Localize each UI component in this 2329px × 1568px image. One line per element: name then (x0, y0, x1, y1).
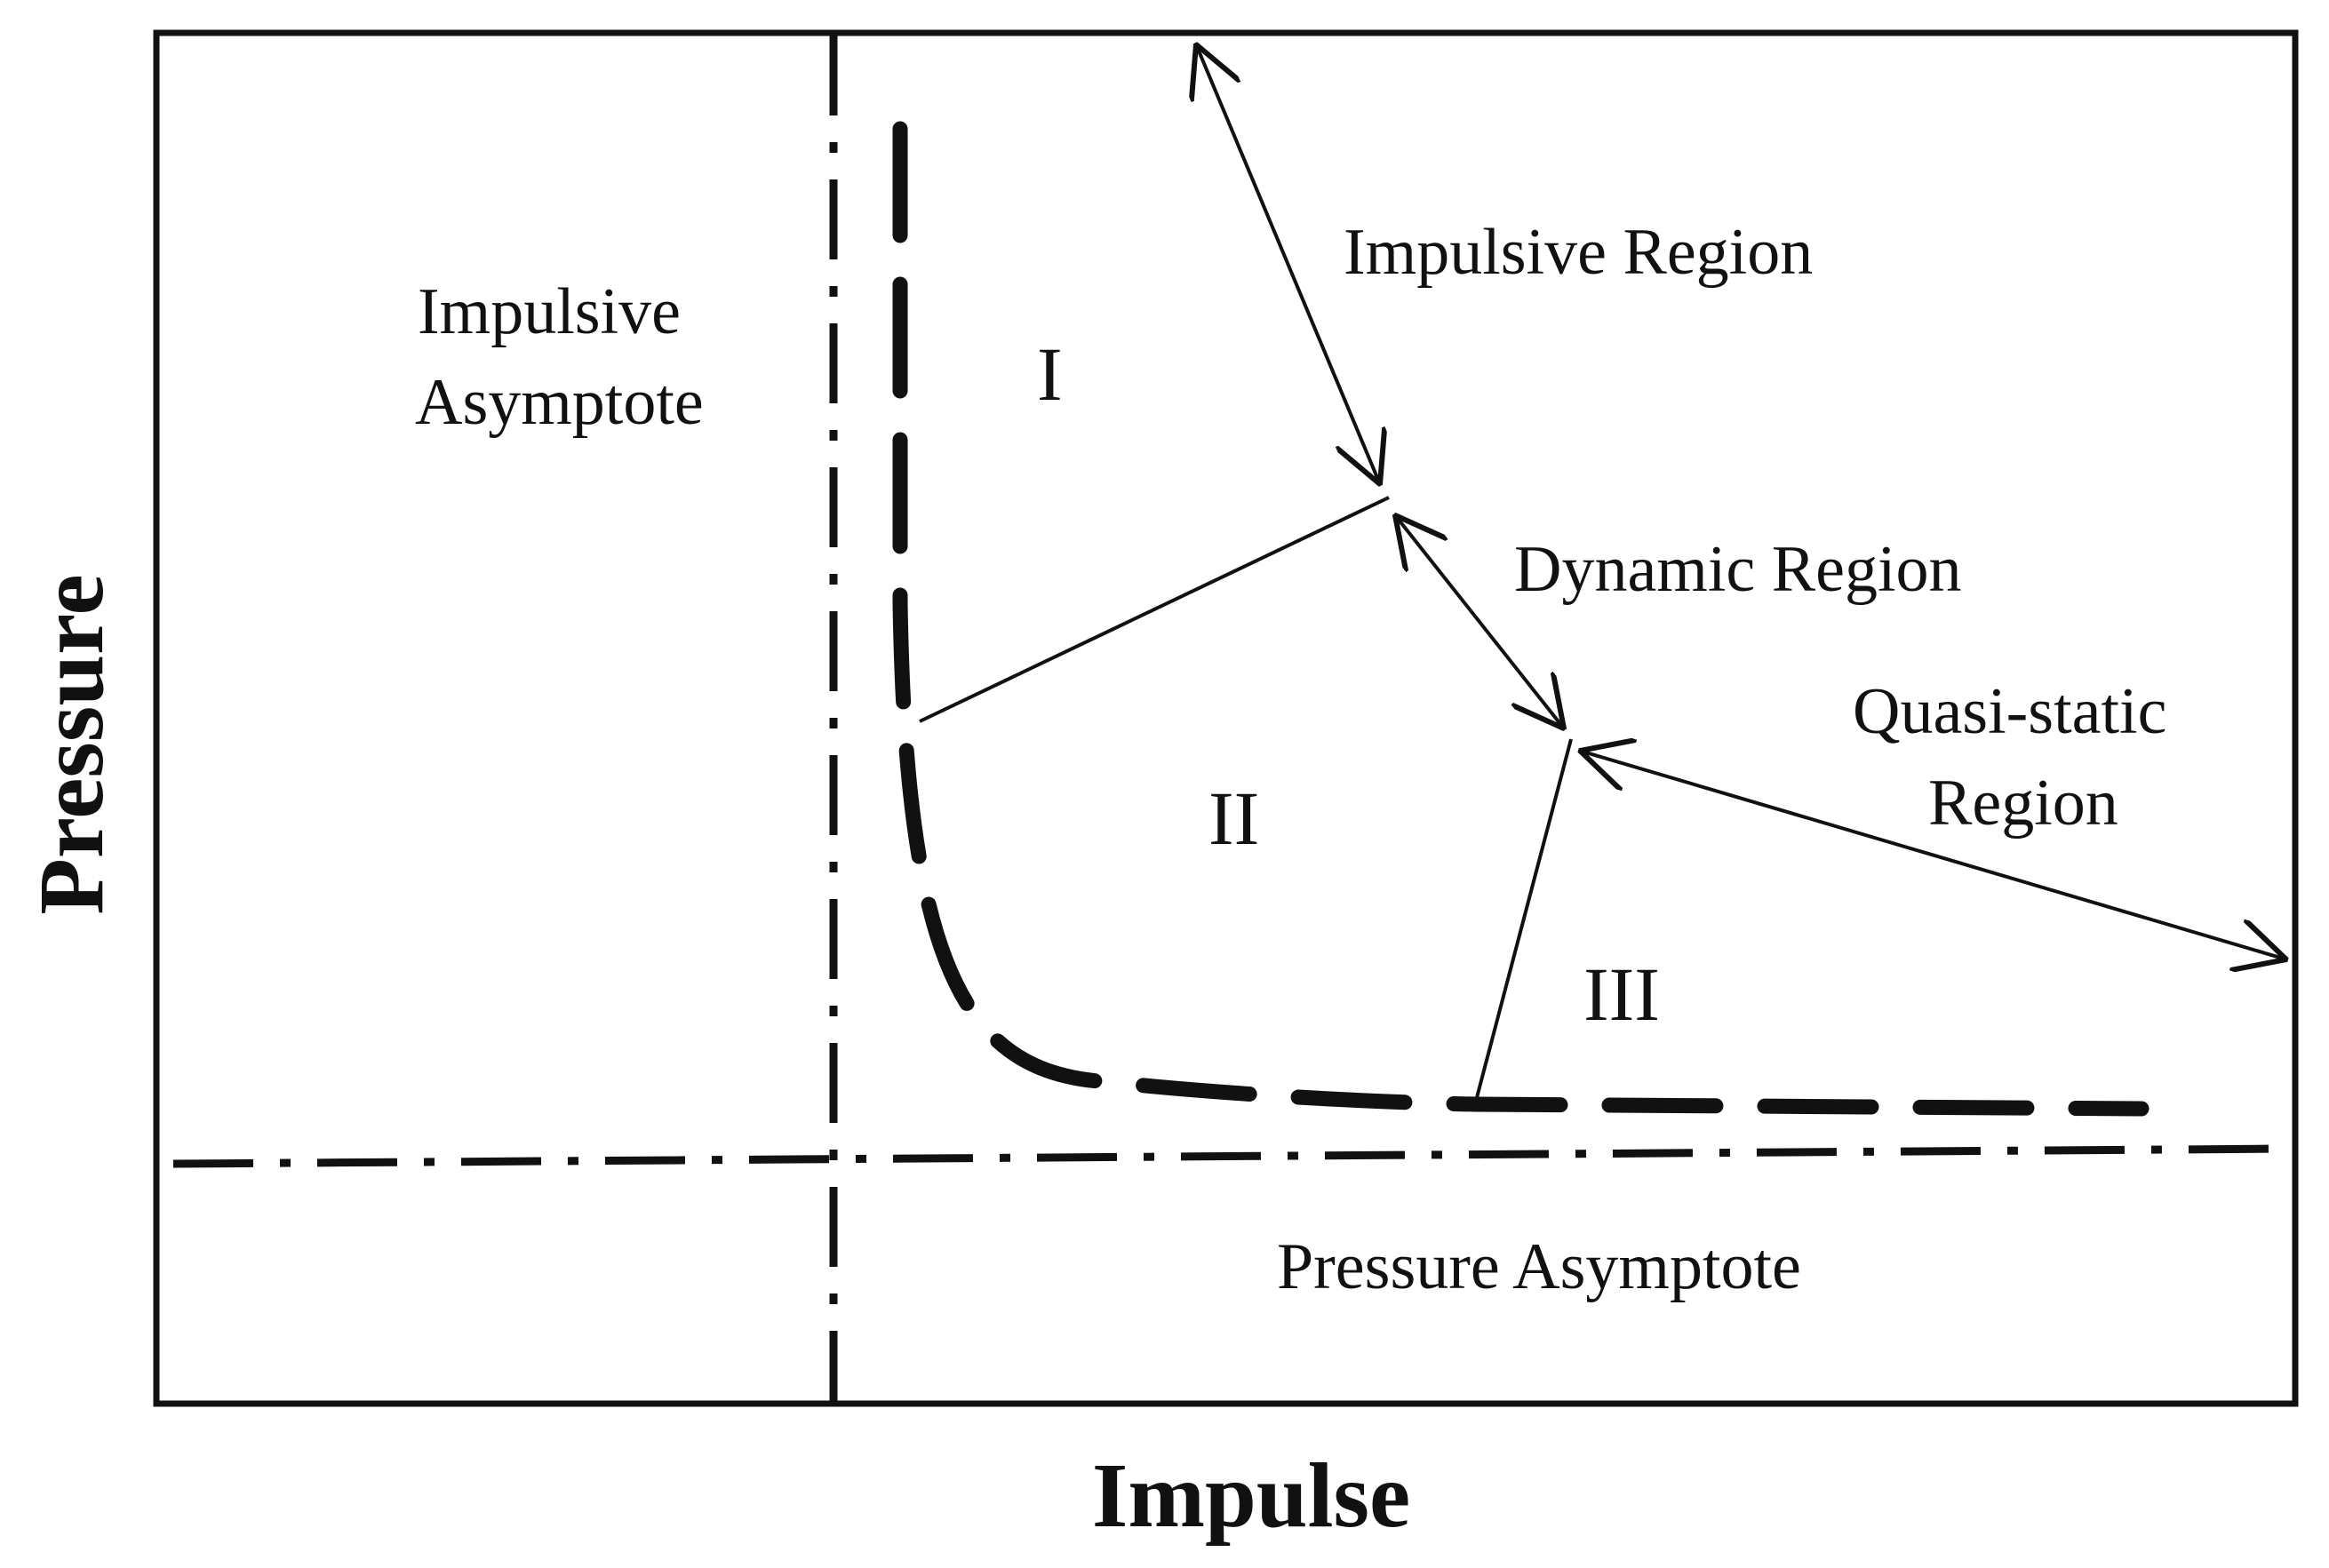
zone-one-label: I (1037, 331, 1063, 417)
quasi-static-region-label-line2: Region (1928, 767, 2118, 840)
impulsive-region-arrow (1196, 44, 1380, 484)
x-axis-title: Impulse (1092, 1445, 1410, 1547)
dynamic-region-arrow (1395, 515, 1564, 728)
plot-frame (153, 29, 2299, 1407)
quasi-static-region-arrow (1580, 751, 2286, 959)
impulsive-asymptote-label-line2: Asymptote (415, 366, 704, 439)
boundary-dynamic-quasi-static (1473, 738, 1573, 1105)
pressure-impulse-curve (892, 121, 2150, 1117)
impulsive-asymptote-label-line1: Impulsive (418, 275, 681, 348)
dynamic-region-label: Dynamic Region (1514, 533, 1962, 606)
pressure-asymptote-label: Pressure Asymptote (1277, 1230, 1801, 1303)
pressure-asymptote-line (172, 1144, 2292, 1168)
y-axis-title: Pressure (20, 574, 123, 914)
zone-two-label: II (1208, 776, 1259, 861)
boundary-impulsive-dynamic (919, 496, 1390, 723)
impulsive-region-label: Impulsive Region (1344, 216, 1813, 289)
quasi-static-region-label-line1: Quasi-static (1853, 675, 2166, 748)
zone-three-label: III (1583, 951, 1660, 1037)
